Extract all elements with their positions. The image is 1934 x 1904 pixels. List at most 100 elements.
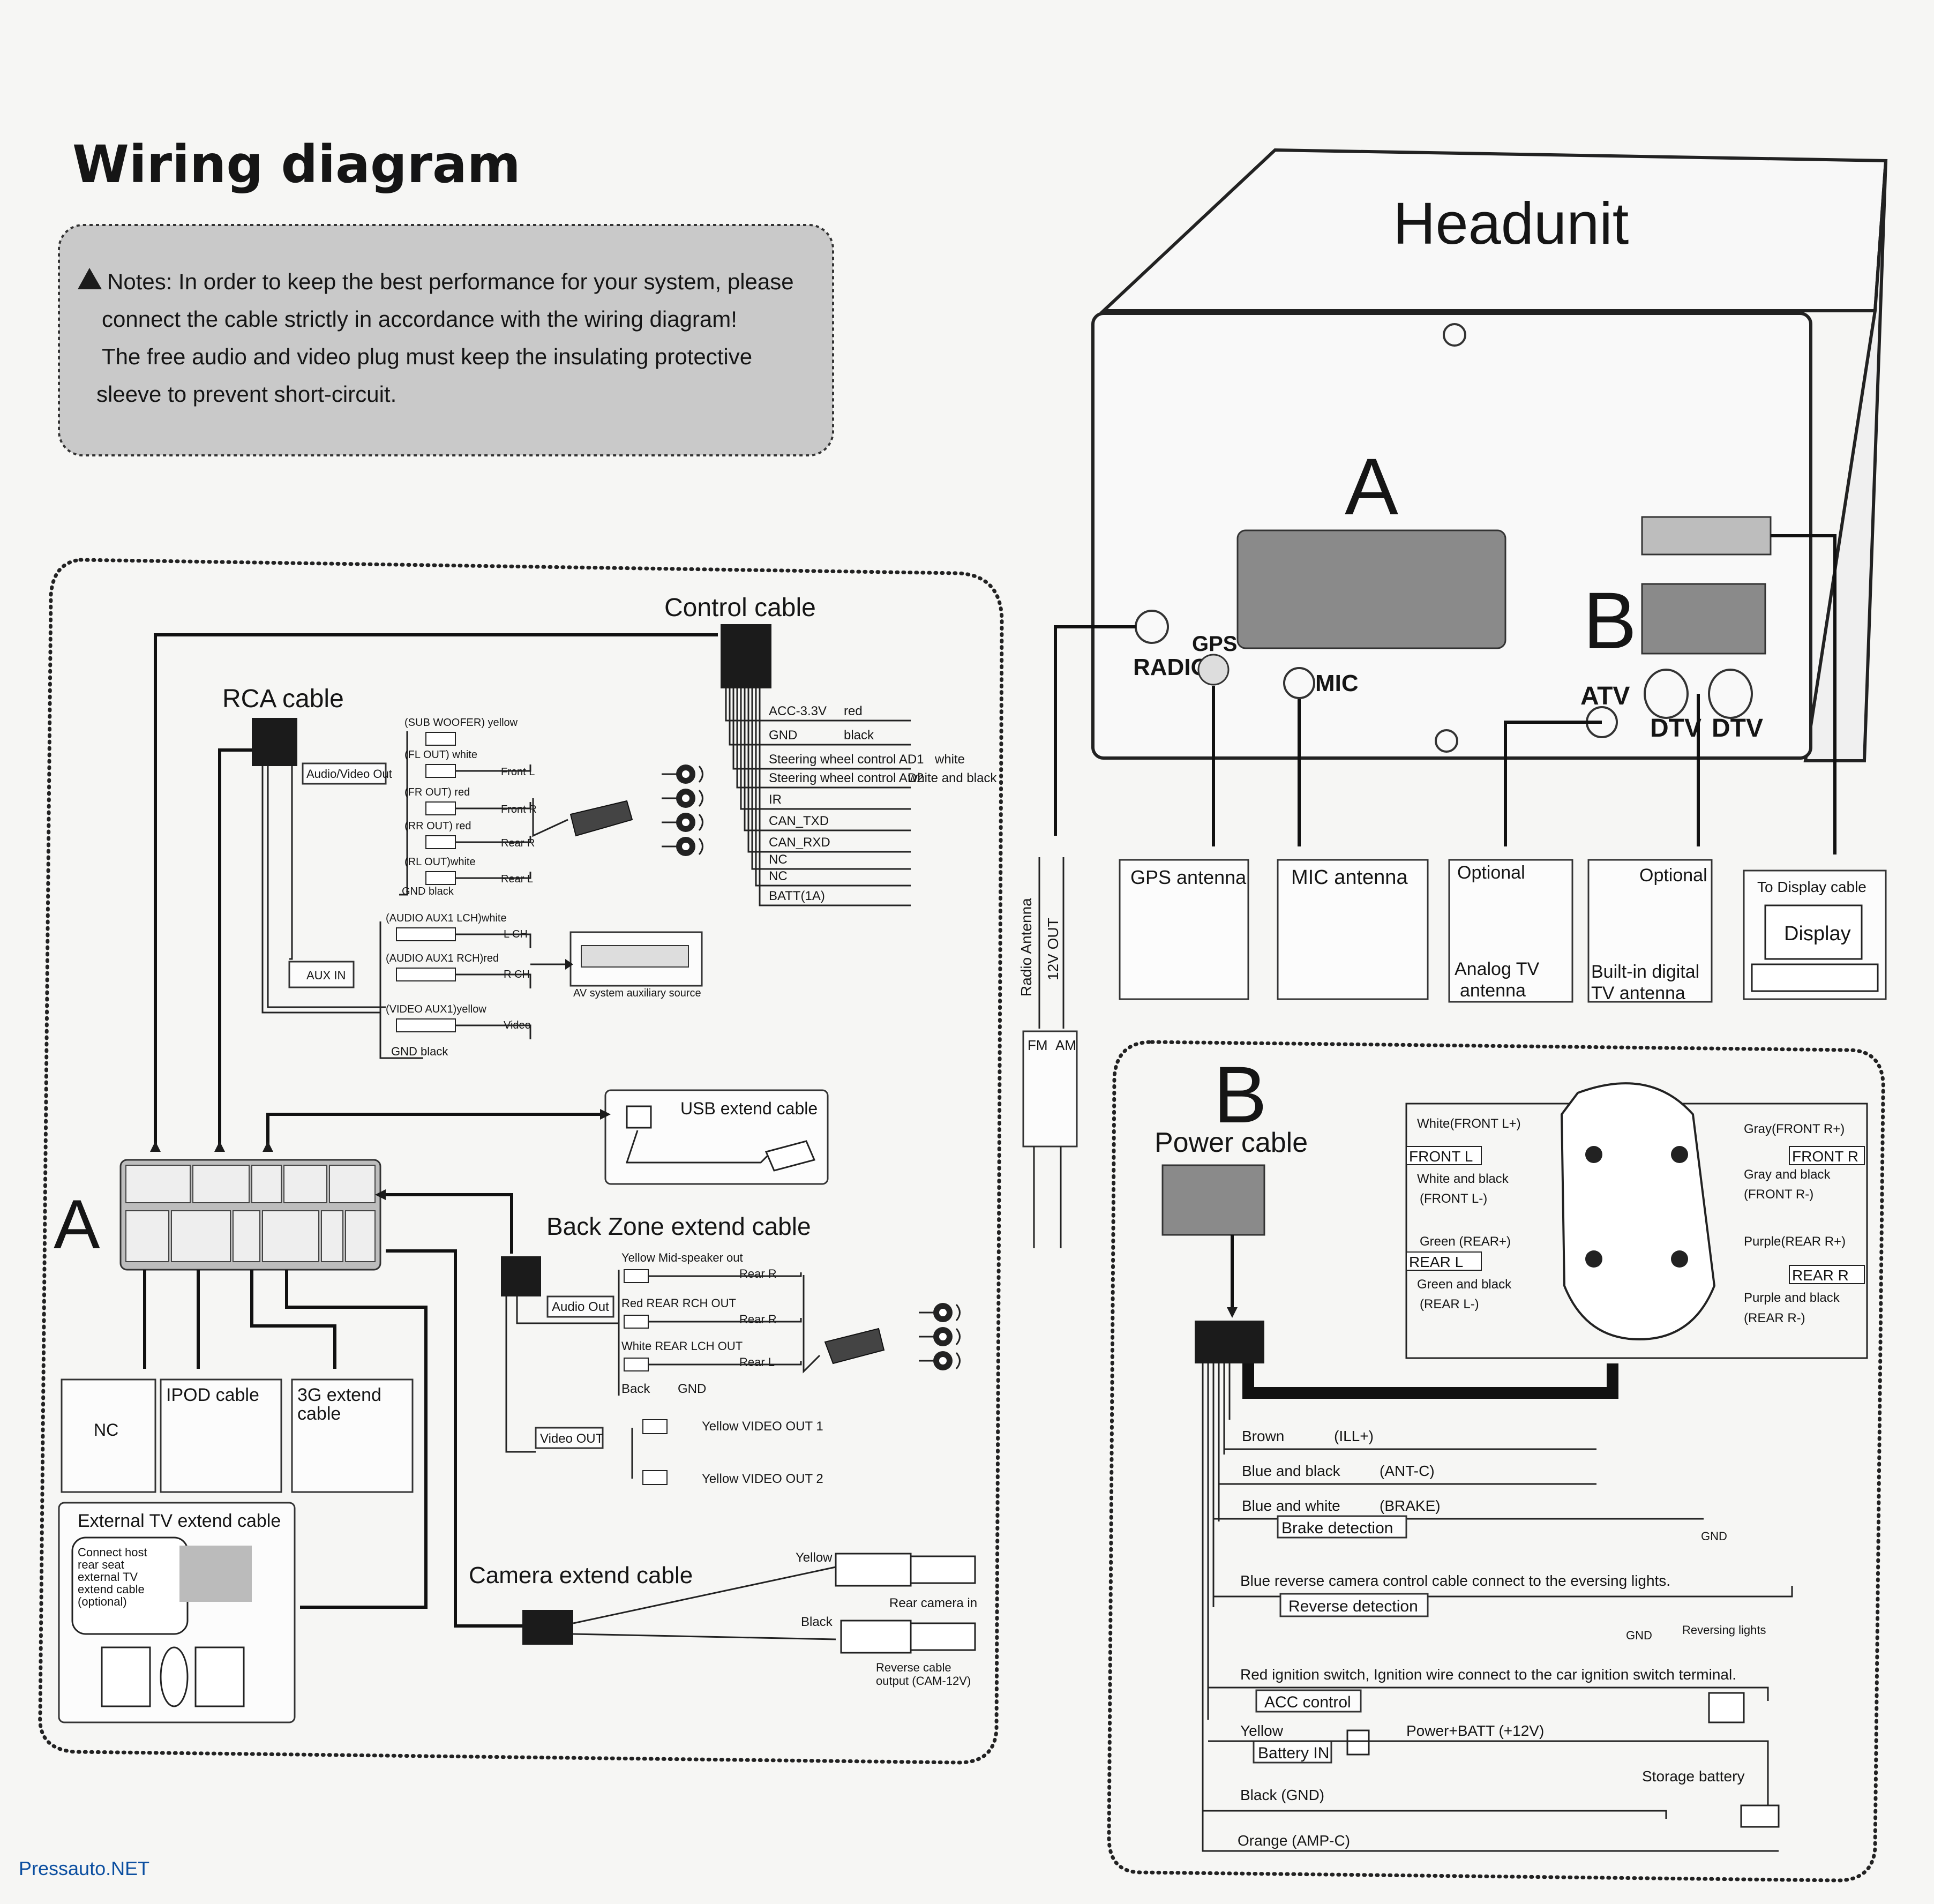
control-wire-label: Steering wheel control AD1: [769, 752, 924, 767]
rca-output-label: (SUB WOOFER) yellow: [404, 717, 518, 729]
antenna-wires: [1054, 534, 1836, 854]
car-icon: [1560, 1082, 1716, 1341]
connector-a-pin-block: [233, 1210, 260, 1262]
dtv-port-1: [1644, 669, 1689, 719]
rca-speaker-cone: [682, 843, 689, 850]
display-port: [1641, 516, 1772, 556]
speaker-right-box: [1789, 1265, 1865, 1284]
warning-triangle-icon: [78, 268, 102, 289]
control-wire-label: IR: [769, 792, 782, 807]
rca-speaker-cone: [682, 794, 689, 802]
car-speaker-icon: [1585, 1250, 1602, 1268]
bz-line: [648, 1361, 802, 1366]
external-tv-note-5: (optional): [78, 1595, 127, 1608]
control-wire-line: [744, 688, 911, 831]
notes-box: Notes: In order to keep the best perform…: [58, 224, 834, 456]
connector-a-arrows: [143, 1249, 522, 1628]
digital-tv-label-1: Built-in digital: [1591, 962, 1699, 982]
control-wire-label: ACC-3.3V: [769, 704, 827, 718]
analog-tv-label-2: antenna: [1460, 980, 1526, 1001]
control-wire-label: NC: [769, 869, 788, 883]
3g-label-1: 3G extend: [297, 1385, 381, 1405]
external-tv-title: External TV extend cable: [78, 1511, 281, 1531]
reversing-gnd-label: GND: [1626, 1629, 1652, 1642]
amplifier-icon-2: [824, 1328, 885, 1365]
rca-speaker-wave: [698, 790, 703, 807]
speaker-left-box: [1406, 1251, 1482, 1271]
left-panel-border: [38, 558, 1004, 1765]
back-label: Back: [621, 1382, 650, 1396]
control-wire-label: CAN_RXD: [769, 835, 830, 850]
connector-a-pin-block: [262, 1210, 319, 1262]
bz-line-label: White REAR LCH OUT: [621, 1339, 743, 1353]
power-wire-name: Blue and white: [1242, 1497, 1340, 1514]
rca-speaker-wave: [698, 814, 703, 831]
control-wire-line: [747, 688, 911, 853]
dtv-port-2: [1708, 669, 1753, 719]
speaker-right-label: Gray(FRONT R+): [1744, 1122, 1845, 1136]
rca-aux-plug-icon: [396, 968, 456, 981]
audio-video-out-label: Audio/Video Out: [306, 767, 392, 781]
bz-side-label: Rear L: [739, 1355, 775, 1369]
rca-plug-icon: [425, 801, 456, 815]
control-wire-line: [759, 688, 911, 906]
notes-line-4: sleeve to prevent short-circuit.: [96, 381, 396, 407]
mic-label: MIC: [1315, 670, 1359, 696]
acc-control-label: ACC control: [1264, 1693, 1351, 1711]
bz-amp-line: [803, 1275, 821, 1374]
reverse-label-1: Reverse cable: [876, 1661, 951, 1674]
connector-a-block: A: [54, 1141, 381, 1271]
reverse-label-2: output (CAM-12V): [876, 1674, 971, 1688]
rca-plug-icon: [425, 835, 456, 849]
camera-black-label: Black: [801, 1615, 833, 1629]
battery-icon: [1740, 1804, 1780, 1828]
usb-extend-cable: USB extend cable: [266, 1089, 829, 1185]
control-wire-color: black: [844, 728, 874, 743]
back-zone-cable: Back Zone extend cable Audio Out Video O…: [375, 1189, 961, 1486]
bz-line-label: Red REAR RCH OUT: [621, 1296, 736, 1310]
rca-aux-label: (VIDEO AUX1)yellow: [386, 1003, 486, 1015]
control-wire-label: CAN_TXD: [769, 814, 829, 828]
rca-output-label: (FL OUT) white: [404, 749, 477, 761]
control-wire-line: [732, 688, 911, 770]
control-wire-line: [725, 688, 911, 722]
small-cable-boxes: NC IPOD cable 3G extend cable: [61, 1378, 414, 1493]
rca-speaker-cone: [682, 819, 689, 826]
rca-output-label: (RR OUT) red: [404, 820, 471, 832]
speaker-left-label: (FRONT L-): [1420, 1191, 1487, 1206]
speaker-right-label: Purple and black: [1744, 1291, 1840, 1305]
digital-tv-label-2: TV antenna: [1591, 983, 1685, 1003]
brake-gnd-label: GND: [1701, 1530, 1727, 1543]
external-tv-note-4: extend cable: [78, 1583, 145, 1596]
power-wire-signal: (ILL+): [1334, 1428, 1374, 1444]
power-title: Power cable: [1155, 1127, 1308, 1158]
rca-side-label: Rear L: [501, 873, 533, 885]
control-wire-label: NC: [769, 852, 788, 867]
display-label: Display: [1784, 923, 1851, 945]
bz-speaker-cone: [939, 1333, 947, 1340]
analog-tv-antenna-box: [1448, 859, 1573, 1003]
yellow-label: Yellow: [1240, 1722, 1284, 1739]
rca-amp-line: [532, 798, 568, 837]
bz-gnd-label: GND: [678, 1382, 706, 1396]
atv-label: ATV: [1580, 682, 1630, 710]
speaker-right-label: (FRONT R-): [1744, 1187, 1813, 1202]
usb-connector-icon: [764, 1140, 816, 1172]
headunit-title: Headunit: [1393, 191, 1629, 257]
rca-plug-icon: [425, 764, 456, 778]
optional-label-2: Optional: [1639, 865, 1707, 886]
external-tv-box: External TV extend cable Connect host re…: [58, 1502, 296, 1723]
storage-battery-label: Storage battery: [1642, 1768, 1744, 1785]
nc-label: NC: [94, 1420, 118, 1440]
orange-label: Orange (AMP-C): [1238, 1832, 1350, 1849]
rca-side-label: Front R: [501, 804, 537, 815]
power-wire-name: Brown: [1242, 1428, 1284, 1444]
am-label: AM: [1055, 1037, 1076, 1053]
speaker-left-label: White and black: [1417, 1172, 1509, 1186]
amplifier-icon-1: [569, 800, 633, 837]
